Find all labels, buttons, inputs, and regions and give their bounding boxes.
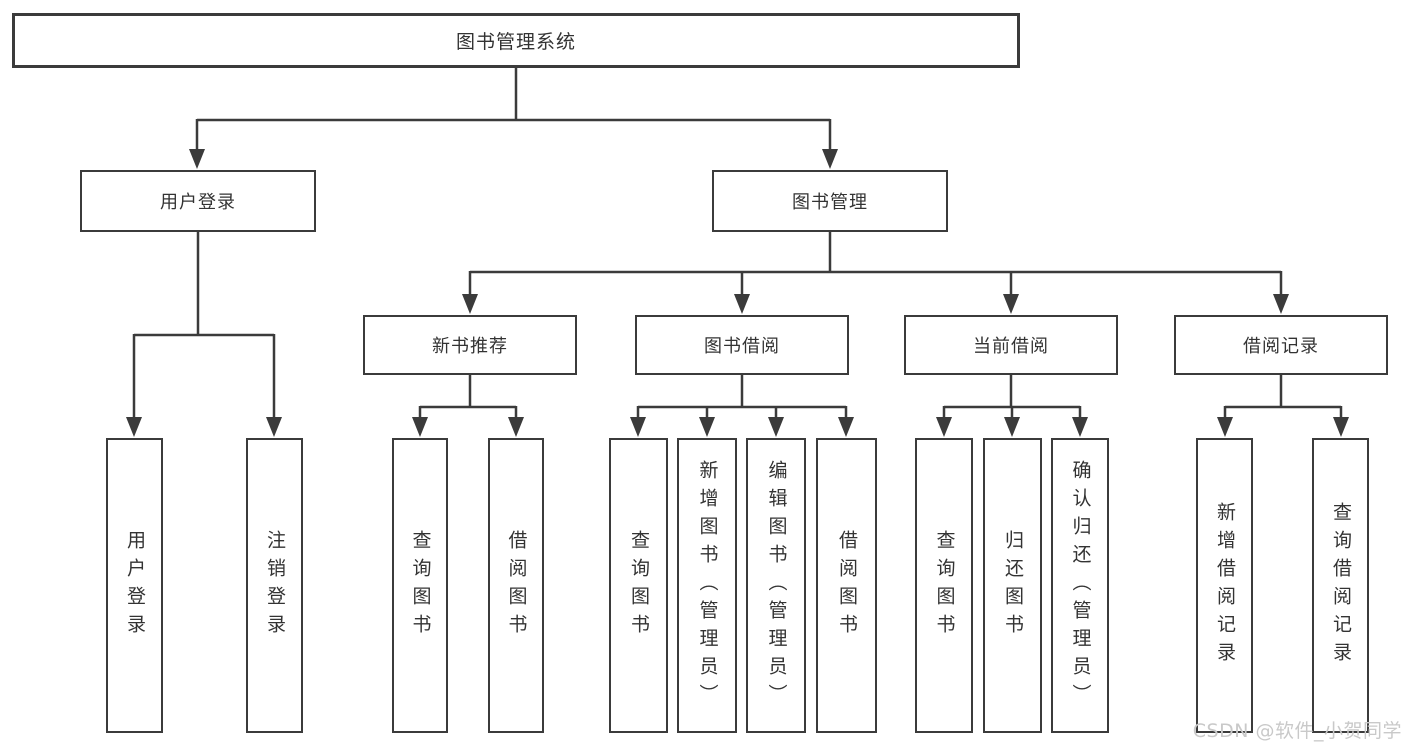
node-leaf-edit-book-admin-label: 编辑图书（管理员）: [765, 459, 788, 712]
node-book-borrow: 图书借阅: [635, 315, 849, 375]
node-leaf-logout-login: 注销登录: [246, 438, 303, 733]
node-leaf-user-login: 用户登录: [106, 438, 163, 733]
node-leaf-borrow-books-recommend: 借阅图书: [488, 438, 544, 733]
node-library-system: 图书管理系统: [12, 13, 1020, 68]
node-leaf-borrow-books-label: 借阅图书: [836, 529, 858, 642]
node-leaf-add-borrow-record: 新增借阅记录: [1196, 438, 1253, 733]
node-leaf-borrow-books-recommend-label: 借阅图书: [505, 529, 528, 642]
node-leaf-query-books-borrow-label: 查询图书: [628, 529, 650, 642]
node-user-login-label: 用户登录: [160, 192, 236, 213]
node-leaf-query-books-current: 查询图书: [915, 438, 973, 733]
node-user-login: 用户登录: [80, 170, 316, 232]
node-current-borrow: 当前借阅: [904, 315, 1118, 375]
node-leaf-confirm-return-admin: 确认归还（管理员）: [1051, 438, 1109, 733]
node-leaf-add-book-admin: 新增图书（管理员）: [677, 438, 737, 733]
node-borrow-records-label: 借阅记录: [1243, 336, 1319, 357]
node-leaf-confirm-return-admin-label: 确认归还（管理员）: [1069, 459, 1092, 712]
node-leaf-borrow-books: 借阅图书: [816, 438, 877, 733]
node-leaf-logout-login-label: 注销登录: [264, 529, 286, 642]
node-borrow-records: 借阅记录: [1174, 315, 1388, 375]
node-leaf-query-borrow-record: 查询借阅记录: [1312, 438, 1369, 733]
node-library-system-label: 图书管理系统: [455, 31, 576, 53]
node-new-book-recommend: 新书推荐: [363, 315, 577, 375]
node-leaf-query-borrow-record-label: 查询借阅记录: [1330, 501, 1352, 670]
node-leaf-query-books-current-label: 查询图书: [933, 529, 956, 642]
node-new-book-recommend-label: 新书推荐: [432, 336, 508, 357]
node-current-borrow-label: 当前借阅: [973, 336, 1049, 357]
node-leaf-query-books-borrow: 查询图书: [609, 438, 668, 733]
node-leaf-user-login-label: 用户登录: [124, 529, 146, 642]
node-leaf-return-books: 归还图书: [983, 438, 1042, 733]
node-leaf-query-books-recommend: 查询图书: [392, 438, 448, 733]
node-leaf-add-borrow-record-label: 新增借阅记录: [1214, 501, 1236, 670]
csdn-watermark: CSDN @软件_小贺同学: [1192, 720, 1402, 742]
node-book-borrow-label: 图书借阅: [704, 336, 780, 357]
node-leaf-add-book-admin-label: 新增图书（管理员）: [696, 459, 719, 712]
node-book-management-label: 图书管理: [792, 192, 868, 213]
node-book-management: 图书管理: [712, 170, 948, 232]
node-leaf-return-books-label: 归还图书: [1002, 529, 1024, 642]
node-leaf-query-books-recommend-label: 查询图书: [409, 529, 432, 642]
node-leaf-edit-book-admin: 编辑图书（管理员）: [746, 438, 806, 733]
